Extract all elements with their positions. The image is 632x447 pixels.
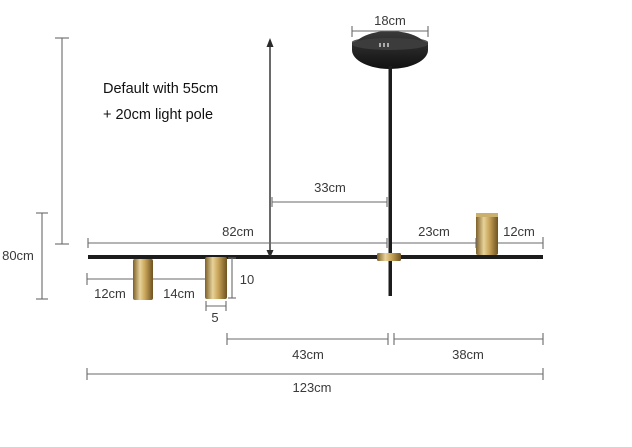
dim-lamp-drop: 10 — [228, 257, 254, 299]
label-left-lamp-height: 12cm — [94, 286, 126, 301]
note-line-1: Default with 55cm — [103, 81, 218, 97]
dim-lamp-spacing: 14cm — [153, 278, 205, 301]
dim-lamp-width: 5 — [205, 301, 227, 325]
right-lamp — [476, 213, 498, 255]
label-lamp-spacing: 14cm — [163, 286, 195, 301]
dim-upper-vertical — [55, 37, 69, 245]
dim-left-lamp-height: 12cm — [86, 273, 133, 301]
label-right-lamp-height: 12cm — [503, 224, 535, 239]
label-drop-height: 80cm — [2, 248, 34, 263]
label-mid-span: 43cm — [292, 347, 324, 362]
label-right-lamp-offset: 23cm — [418, 224, 450, 239]
label-lamp-drop: 10 — [240, 272, 254, 287]
dim-pole-extension — [266, 38, 274, 258]
lamp-fixture — [88, 31, 543, 300]
bar-connector — [377, 253, 401, 261]
horizontal-bar — [88, 255, 543, 259]
label-bar-left: 82cm — [222, 224, 254, 239]
label-arm-offset: 33cm — [314, 180, 346, 195]
label-right-span: 38cm — [452, 347, 484, 362]
dim-drop-height: 80cm — [2, 212, 48, 300]
label-total-length: 123cm — [292, 380, 331, 395]
ceiling-canopy — [352, 31, 428, 69]
left-lamp-2 — [205, 257, 227, 299]
dim-mid-span: 43cm — [226, 333, 389, 362]
dim-right-lamp-offset: 23cm — [392, 224, 477, 248]
dim-canopy-width: 18cm — [351, 13, 429, 37]
suspension-rod — [388, 66, 392, 296]
label-canopy-width: 18cm — [374, 13, 406, 28]
dim-right-span: 38cm — [393, 333, 544, 362]
dimension-lines: 18cm 80cm 33cm — [2, 13, 544, 395]
label-lamp-width: 5 — [211, 310, 218, 325]
dim-right-lamp-height: 12cm — [498, 224, 544, 249]
left-lamp-1 — [133, 259, 153, 300]
dim-arm-offset: 33cm — [271, 180, 388, 207]
note: Default with 55cm + 20cm light pole — [103, 81, 218, 123]
note-line-2: + 20cm light pole — [103, 107, 213, 123]
dim-total-length: 123cm — [86, 368, 544, 395]
dim-bar-left: 82cm — [87, 224, 388, 248]
